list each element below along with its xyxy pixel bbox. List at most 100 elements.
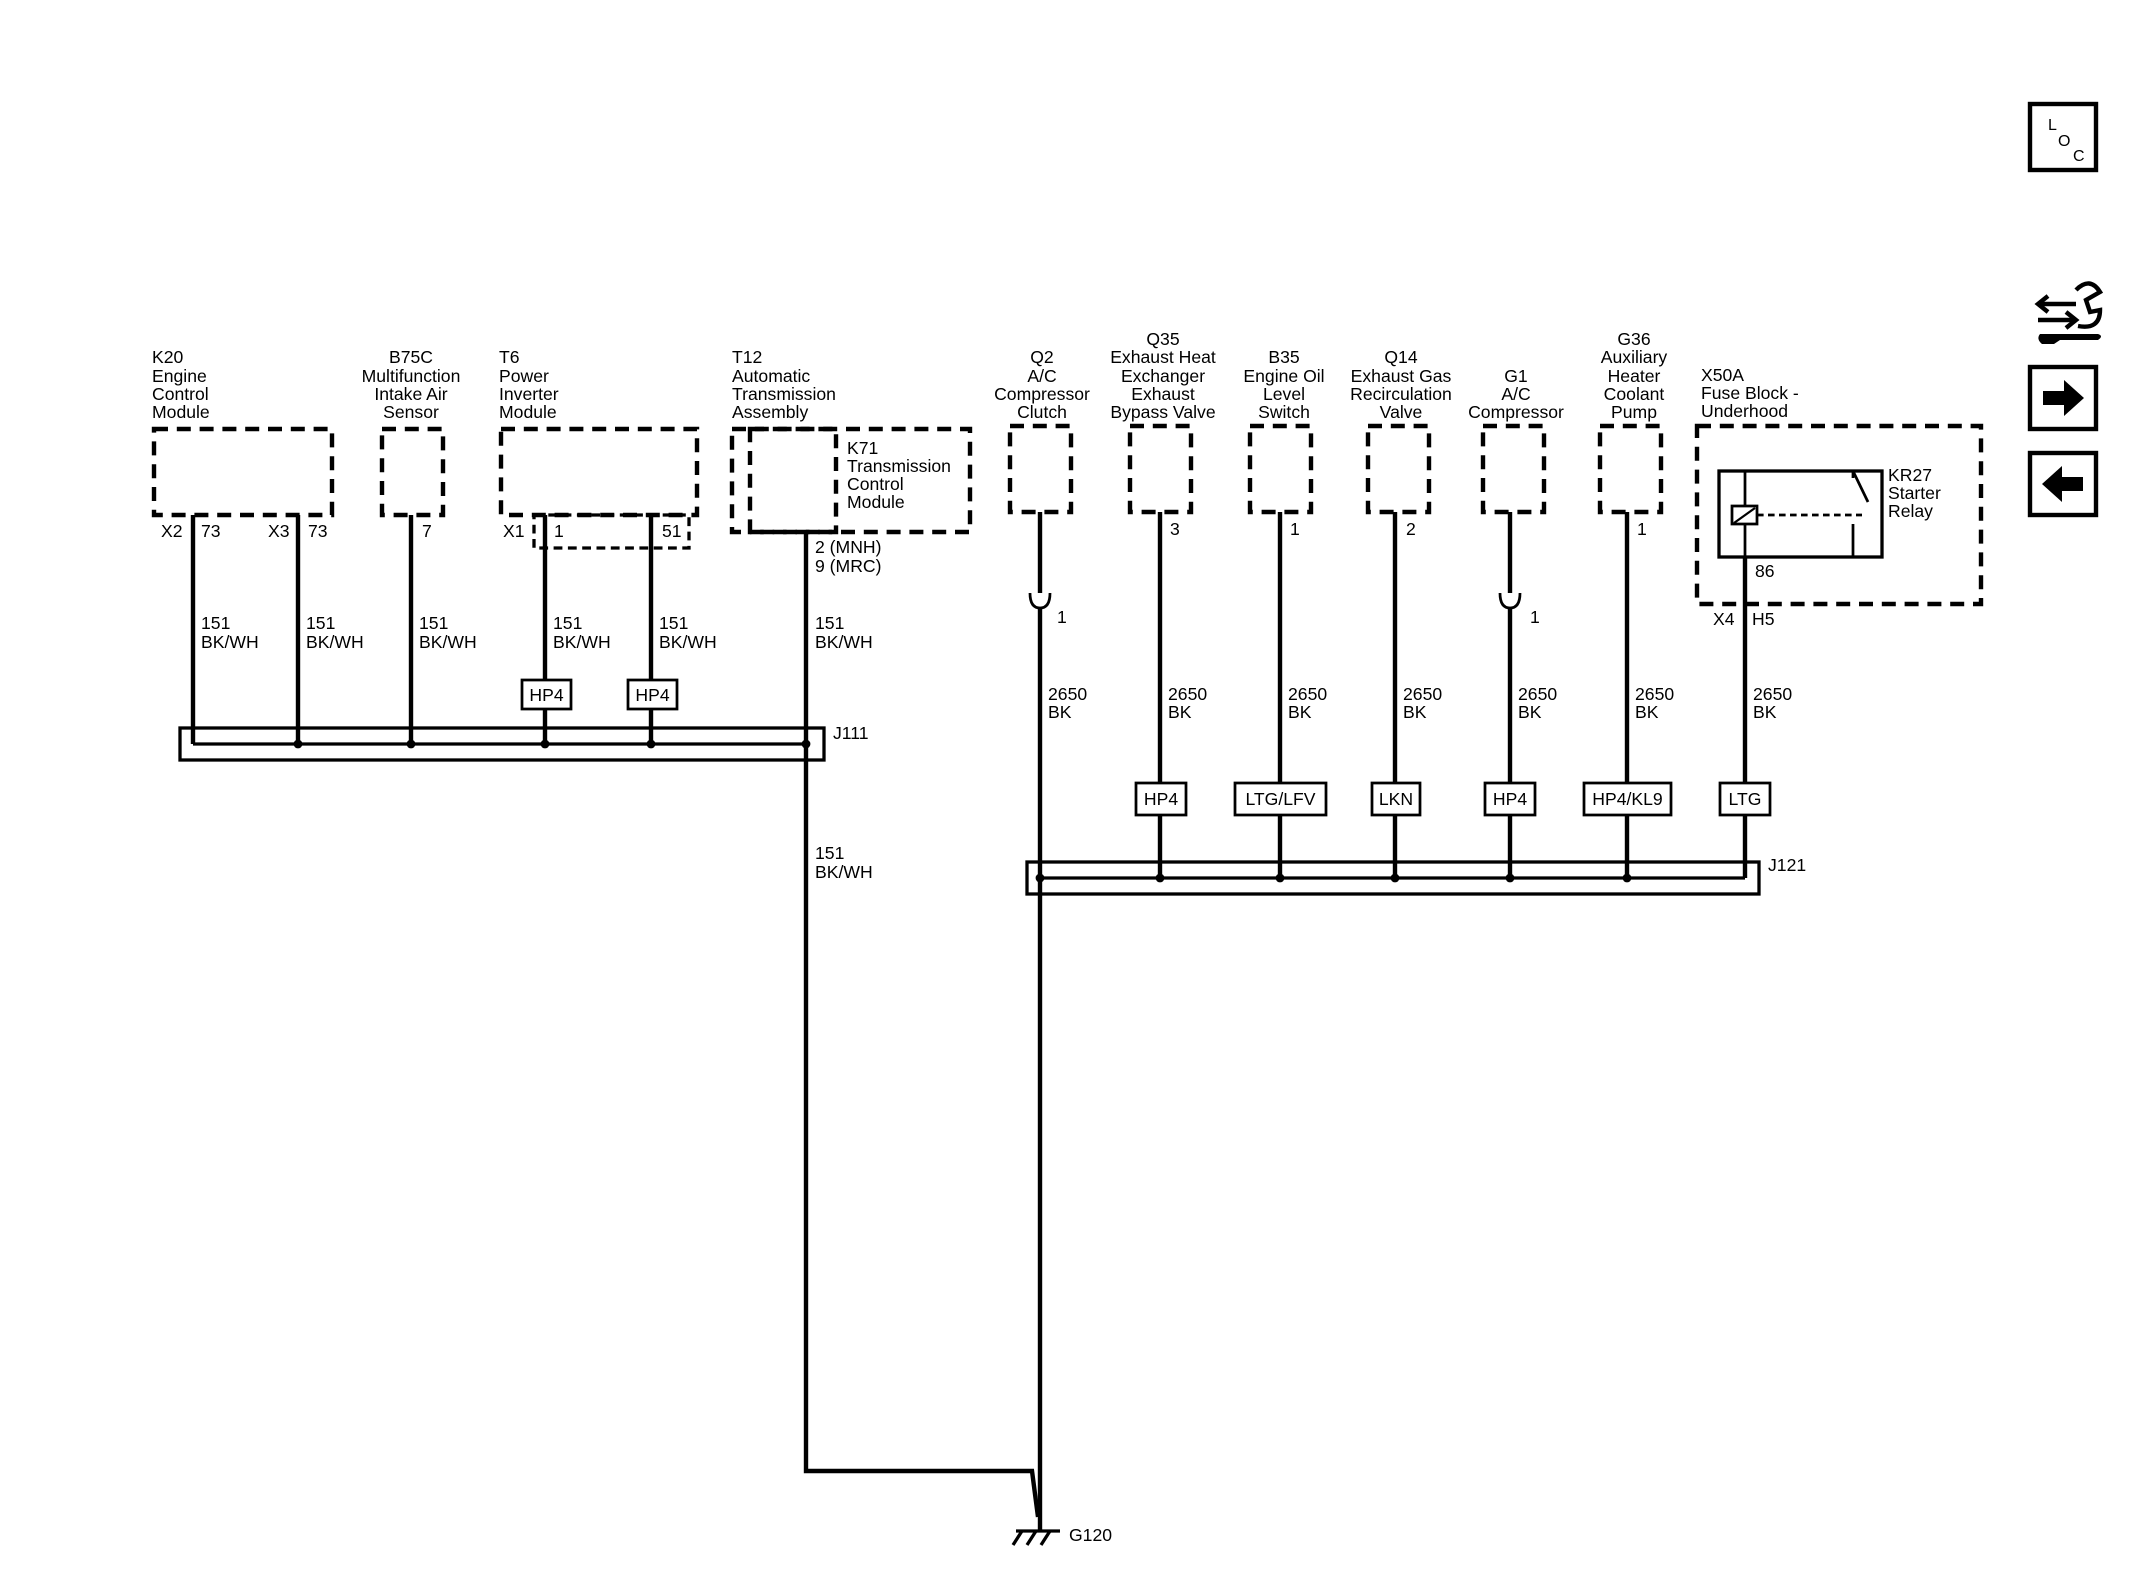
svg-text:LTG: LTG [1729,789,1762,809]
q35-label: Q35 Exhaust Heat Exchanger Exhaust Bypas… [1110,329,1216,422]
svg-text:BK/WH: BK/WH [815,632,873,652]
svg-text:BK/WH: BK/WH [419,632,477,652]
svg-text:Valve: Valve [1380,402,1423,422]
splice-j121 [1025,860,1761,896]
svg-text:BK: BK [1048,702,1072,722]
svg-text:Recirculation: Recirculation [1350,384,1452,404]
svg-text:BK: BK [1753,702,1777,722]
svg-text:Exhaust Heat: Exhaust Heat [1110,347,1216,367]
option-code-t6-51: HP4 [626,678,679,711]
svg-text:Sensor: Sensor [383,402,439,422]
svg-text:Clutch: Clutch [1017,402,1067,422]
splice-j111 [178,726,826,762]
svg-text:O: O [2058,133,2070,150]
wire-label-q14: 2650 BK [1403,684,1442,722]
svg-text:BK: BK [1635,702,1659,722]
inline-connector-q2 [1028,592,1052,610]
kr27-relay [1717,469,1884,559]
wrench-arrows-icon[interactable] [2034,281,2104,344]
svg-text:BK: BK [1518,702,1542,722]
svg-text:B35: B35 [1268,347,1300,367]
svg-text:BK: BK [1288,702,1312,722]
svg-text:151: 151 [306,613,335,633]
svg-text:Bypass Valve: Bypass Valve [1110,402,1215,422]
svg-text:G1: G1 [1504,366,1527,386]
pin-k20-x3: X3 [268,521,290,541]
pin-x50a-h5: H5 [1752,609,1775,629]
svg-text:Fuse Block -: Fuse Block - [1701,383,1799,403]
svg-text:2650: 2650 [1403,684,1442,704]
svg-text:Automatic: Automatic [732,366,810,386]
arrow-left-icon [2042,466,2083,502]
kr27-label: KR27 Starter Relay [1888,465,1941,521]
svg-text:151: 151 [553,613,582,633]
q14-box [1365,423,1432,515]
svg-text:HP4: HP4 [1493,789,1527,809]
k20-label: K20 Engine Control Module [152,347,210,422]
svg-text:Q2: Q2 [1030,347,1053,367]
svg-text:151: 151 [659,613,688,633]
arrow-right-icon [2043,380,2084,416]
svg-text:2650: 2650 [1518,684,1557,704]
pin-q14-2: 2 [1406,519,1416,539]
svg-text:Q35: Q35 [1146,329,1179,349]
wire-label-t6-51: 151 BK/WH [659,613,717,652]
prev-page-button[interactable] [2027,450,2099,518]
option-code-q35: HP4 [1134,781,1188,817]
wire-label-g36: 2650 BK [1635,684,1674,722]
svg-text:Transmission: Transmission [732,384,836,404]
svg-text:HP4: HP4 [529,685,563,705]
wire-label-q35: 2650 BK [1168,684,1207,722]
svg-text:Exhaust: Exhaust [1131,384,1195,404]
svg-text:Heater: Heater [1608,366,1661,386]
pin-x50a-x4: X4 [1713,609,1735,629]
pin-k20-x2: X2 [161,521,183,541]
svg-text:L: L [2048,117,2057,134]
svg-text:Inverter: Inverter [499,384,559,404]
svg-text:Compressor: Compressor [1468,402,1564,422]
svg-text:LKN: LKN [1379,789,1413,809]
svg-text:B75C: B75C [389,347,433,367]
svg-text:BK/WH: BK/WH [201,632,259,652]
loc-button[interactable]: L O C [2027,101,2099,173]
pin-k20-73a: 73 [201,521,221,541]
svg-text:T12: T12 [732,347,762,367]
svg-text:Control: Control [847,474,904,494]
wire-t12-to-ground [803,532,1041,1518]
svg-text:G36: G36 [1617,329,1650,349]
svg-text:K71: K71 [847,438,878,458]
pin-t6-51: 51 [662,521,682,541]
wire-label-t12: 151 BK/WH [815,613,873,652]
svg-text:A/C: A/C [1501,384,1531,404]
svg-text:Pump: Pump [1611,402,1657,422]
svg-text:151: 151 [419,613,448,633]
next-page-button[interactable] [2027,364,2099,432]
wire-label-g1: 2650 BK [1518,684,1557,722]
svg-text:Intake Air: Intake Air [374,384,447,404]
g36-label: G36 Auxiliary Heater Coolant Pump [1601,329,1668,422]
svg-text:Module: Module [847,492,905,512]
t6-label: T6 Power Inverter Module [499,347,559,422]
t6-connector-shell [532,513,691,550]
svg-text:C: C [2073,148,2085,165]
q2-box [1007,423,1074,515]
g1-box [1480,423,1547,515]
b75c-label: B75C Multifunction Intake Air Sensor [362,347,461,422]
svg-text:Exhaust Gas: Exhaust Gas [1351,366,1452,386]
option-code-q14: LKN [1370,781,1422,817]
wire-label-t6-1: 151 BK/WH [553,613,611,652]
svg-text:151: 151 [815,613,844,633]
x50a-label: X50A Fuse Block - Underhood [1701,365,1799,421]
svg-text:KR27: KR27 [1888,465,1932,485]
svg-text:Level: Level [1263,384,1305,404]
wire-label-k20-x2: 151 BK/WH [201,613,259,652]
svg-text:Q14: Q14 [1384,347,1417,367]
k71-box [747,426,839,535]
g36-box [1597,423,1664,515]
svg-text:T6: T6 [499,347,520,367]
svg-text:BK/WH: BK/WH [306,632,364,652]
option-code-g1: HP4 [1483,781,1537,817]
svg-text:BK/WH: BK/WH [815,862,873,882]
svg-text:2650: 2650 [1288,684,1327,704]
wire-label-b75c: 151 BK/WH [419,613,477,652]
